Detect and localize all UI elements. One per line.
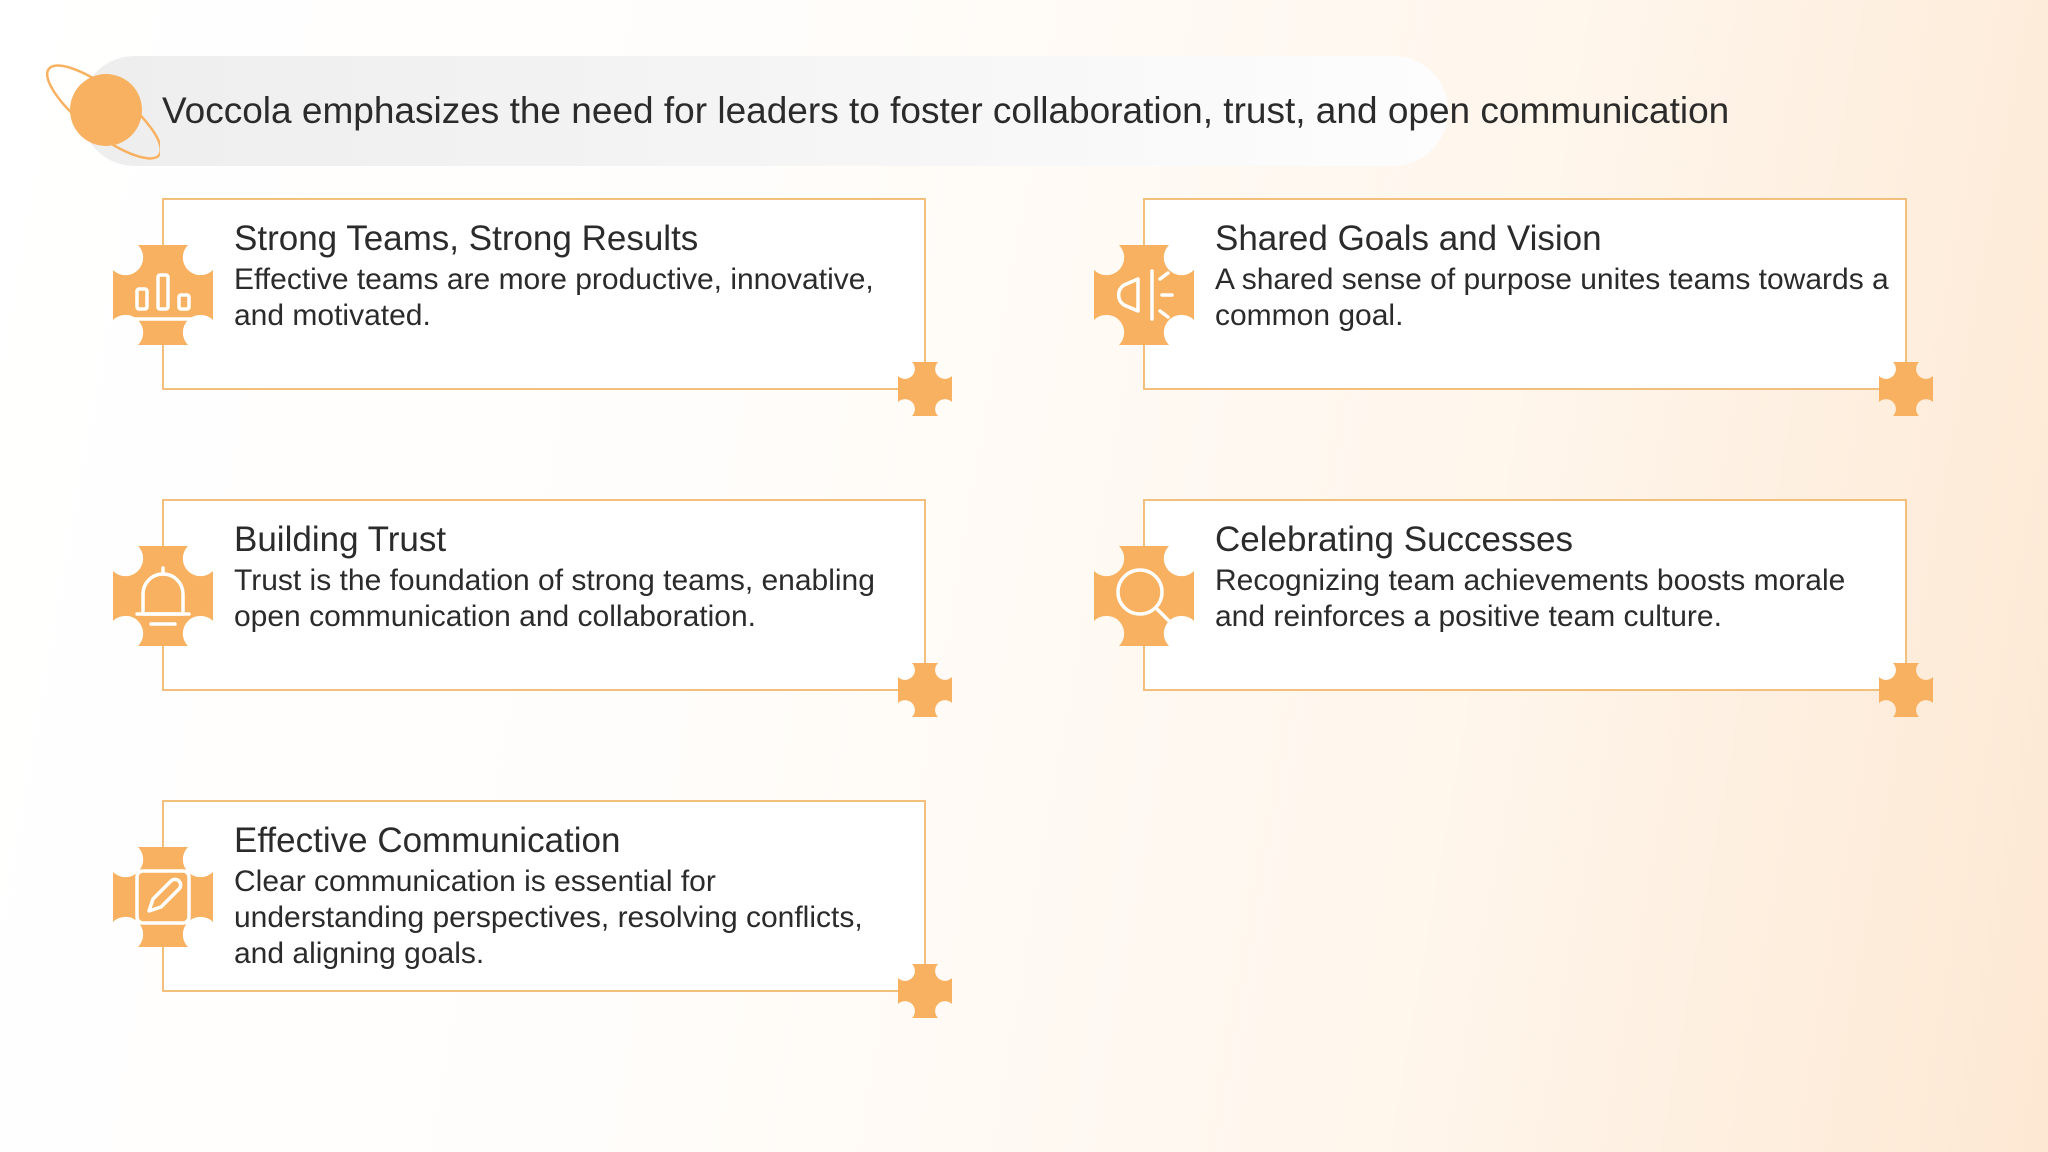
card-title: Shared Goals and Vision xyxy=(1215,219,1602,258)
card-description: Trust is the foundation of strong teams,… xyxy=(234,564,875,633)
planet-logo-icon xyxy=(45,64,160,160)
header-banner xyxy=(80,56,1448,166)
corner-decoration xyxy=(898,964,952,1018)
corner-decoration xyxy=(1879,663,1933,717)
card-description: Effective teams are more productive, inn… xyxy=(234,263,874,332)
corner-decoration xyxy=(898,362,952,416)
card-description: Recognizing team achievements boosts mor… xyxy=(1215,564,1846,633)
edit-icon xyxy=(113,847,213,947)
card-title: Building Trust xyxy=(234,520,447,559)
megaphone-icon xyxy=(1094,245,1194,345)
card-description: Clear communication is essential for und… xyxy=(234,865,863,970)
bar-chart-icon xyxy=(113,245,213,345)
card-building-trust: Building Trust Trust is the foundation o… xyxy=(113,499,952,717)
corner-decoration xyxy=(898,663,952,717)
card-celebrating-successes: Celebrating Successes Recognizing team a… xyxy=(1094,499,1933,717)
card-effective-communication: Effective Communication Clear communicat… xyxy=(113,800,952,1018)
bell-icon xyxy=(113,546,213,646)
card-shared-goals: Shared Goals and Vision A shared sense o… xyxy=(1094,198,1933,416)
card-description: A shared sense of purpose unites teams t… xyxy=(1215,263,1889,332)
corner-decoration xyxy=(1879,362,1933,416)
card-title: Effective Communication xyxy=(234,821,621,860)
card-strong-teams: Strong Teams, Strong Results Effective t… xyxy=(113,198,952,416)
card-title: Strong Teams, Strong Results xyxy=(234,219,699,258)
card-title: Celebrating Successes xyxy=(1215,520,1573,559)
page-title: Voccola emphasizes the need for leaders … xyxy=(162,90,1730,131)
search-icon xyxy=(1094,546,1194,646)
